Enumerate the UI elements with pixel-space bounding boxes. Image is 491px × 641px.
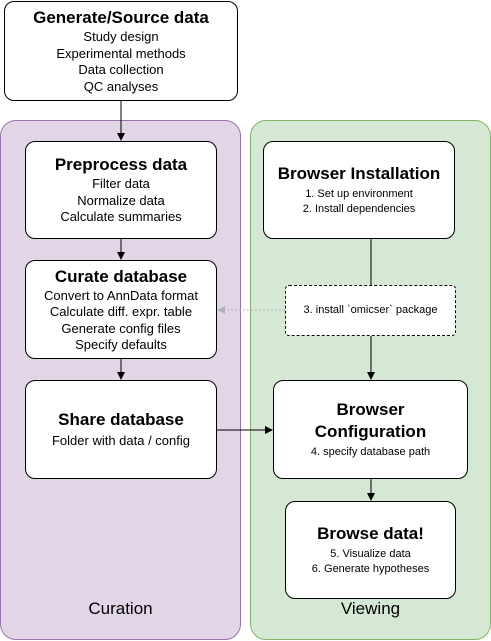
box-line: Calculate diff. expr. table [49, 304, 193, 319]
browser-installation-box: Browser Installation 1. Set up environme… [263, 141, 455, 239]
box-line: 5. Visualize data [330, 548, 411, 560]
box-line: Folder with data / config [51, 433, 191, 449]
install-omicser-box: 3. install `omicser` package [285, 285, 456, 336]
box-title: Preprocess data [54, 155, 188, 175]
browser-configuration-box: Browser Configuration 4. specify databas… [273, 380, 468, 479]
box-title: Browse data! [317, 524, 424, 543]
box-title: Browser [336, 400, 405, 419]
generate-source-data-box: Generate/Source data Study design Experi… [4, 1, 238, 101]
box-line: 2. Install dependencies [302, 203, 416, 215]
box-line: Generate config files [61, 320, 181, 336]
curate-database-box: Curate database Convert to AnnData forma… [25, 260, 217, 359]
browse-data-box: Browse data! 5. Visualize data 6. Genera… [285, 501, 456, 599]
box-line: Normalize data [77, 192, 165, 208]
box-line: Specify defaults [75, 337, 167, 352]
box-line: Convert to AnnData format [44, 287, 198, 303]
box-line: Experimental methods [56, 45, 186, 61]
box-line: 1. Set up environment [305, 188, 413, 200]
curation-label: Curation [88, 599, 153, 618]
box-title: Generate/Source data [33, 8, 209, 27]
box-line: 4. specify database path [310, 446, 431, 458]
preprocess-data-box: Preprocess data Filter data Normalize da… [25, 141, 217, 239]
box-line: Calculate summaries [60, 209, 182, 225]
box-line: Filter data [92, 176, 150, 192]
viewing-label: Viewing [340, 599, 401, 618]
box-line: 6. Generate hypotheses [311, 563, 430, 575]
share-database-box: Share database Folder with data / config [25, 380, 217, 479]
box-title: Curate database [54, 266, 188, 286]
box-title: Browser Installation [277, 164, 441, 183]
box-line: Data collection [78, 62, 164, 77]
box-line: QC analyses [83, 78, 159, 94]
box-title: Share database [58, 410, 184, 430]
box-line: 3. install `omicser` package [303, 304, 438, 316]
box-title: Configuration [314, 422, 427, 441]
box-line: Study design [83, 29, 159, 44]
